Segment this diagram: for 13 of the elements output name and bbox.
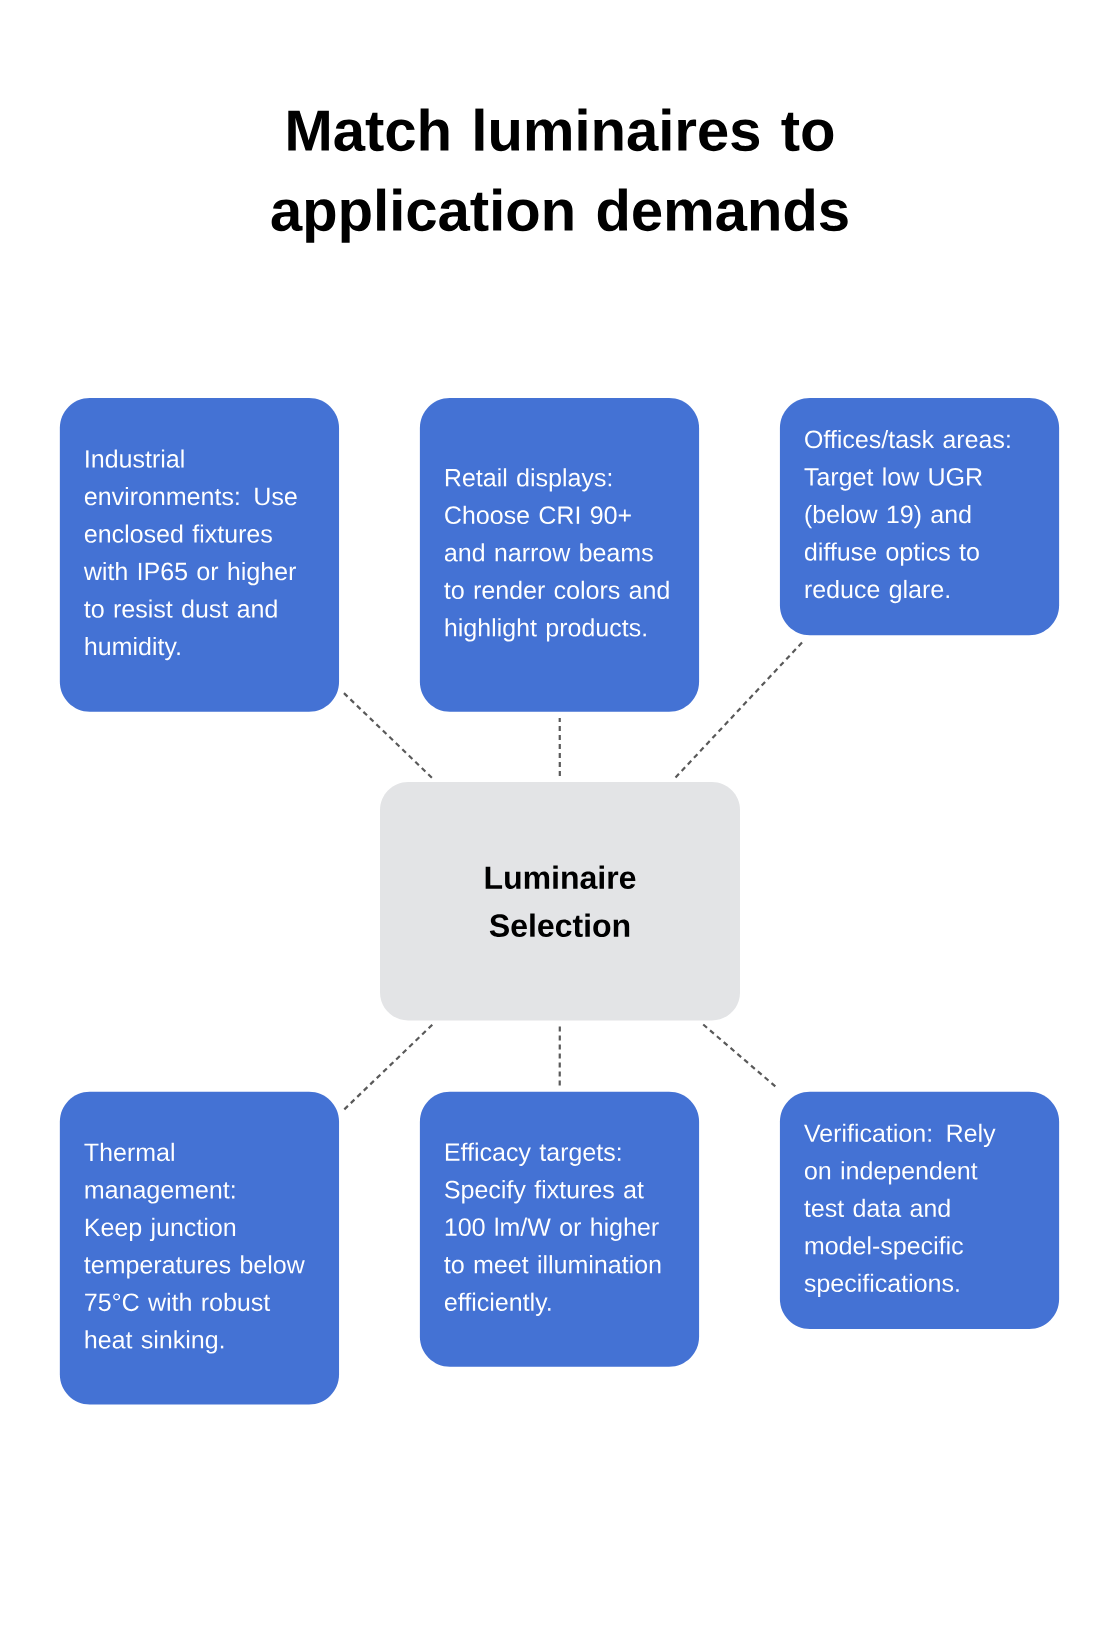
topic-box: Offices/task areas: Target low UGR (below 19) and diffuse optics to reduce glare. — [779, 397, 1060, 636]
title: Match luminaires to application demands — [271, 108, 848, 243]
central-box: Luminaire Selection — [380, 782, 740, 1021]
connector-line — [702, 1023, 778, 1089]
connector-line — [558, 718, 561, 776]
topic-box: Thermal management: Keep junction temperatures below 75°C with robust heat sinking. — [59, 1091, 340, 1405]
topic-box: Efficacy targets: Specify fixtures at 100 lm/W or higher to meet illumination efficiently. — [419, 1091, 700, 1367]
topic-box: Verification: Rely on independent test data and model-specific specifications. — [779, 1091, 1060, 1329]
connector-line — [558, 1026, 561, 1086]
topic-box: Industrial environments: Use enclosed fixtures with IP65 or higher to resist dust and humidity. — [59, 397, 340, 712]
connector-line — [342, 1023, 433, 1111]
connector-line — [342, 691, 433, 779]
topic-box: Retail displays: Choose CRI 90+ and narrow beams to render colors and highlight products. — [419, 397, 700, 712]
